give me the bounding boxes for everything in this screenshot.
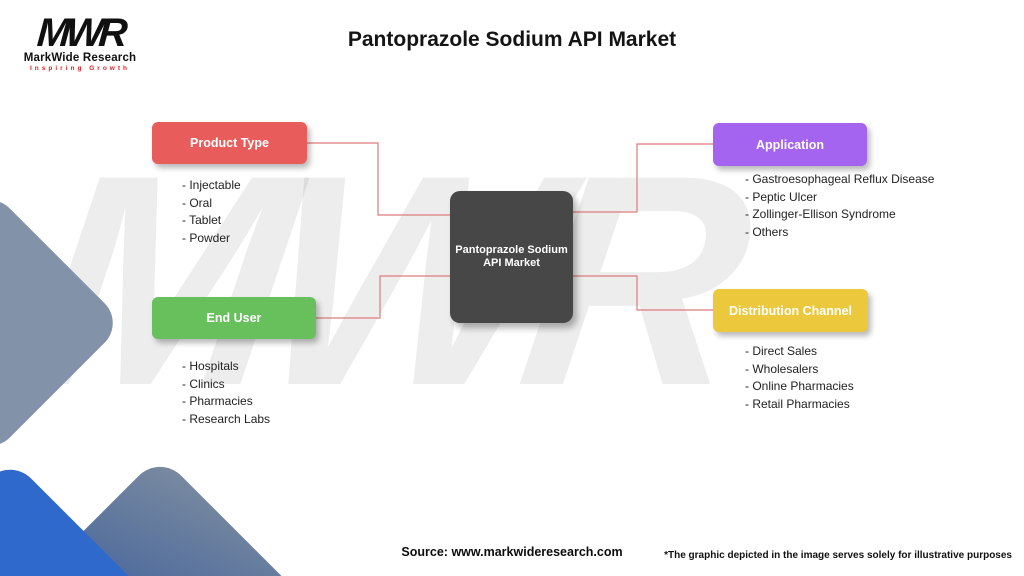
list-item: - Zollinger-Ellison Syndrome bbox=[745, 207, 896, 221]
logo-name: MarkWide Research bbox=[23, 52, 137, 64]
markwide-logo: MWR MarkWide Research Inspiring Growth bbox=[20, 11, 140, 72]
center-node: Pantoprazole Sodium API Market bbox=[450, 191, 573, 323]
list-item: - Retail Pharmacies bbox=[745, 396, 850, 411]
list-item: - Wholesalers bbox=[745, 361, 819, 376]
center-node-line1: Pantoprazole Sodium bbox=[455, 243, 568, 256]
list-item: - Pharmacies bbox=[182, 394, 253, 408]
list-item: - Others bbox=[745, 224, 789, 239]
segment-label-end-user: End User bbox=[206, 311, 262, 325]
list-item: - Research Labs bbox=[182, 411, 271, 426]
list-item: - Direct Sales bbox=[745, 344, 818, 358]
source-label: Source: bbox=[401, 545, 448, 559]
logo-tagline: Inspiring Growth bbox=[30, 65, 130, 72]
disclaimer-text: *The graphic depicted in the image serve… bbox=[664, 550, 1012, 561]
segment-items-end-user: - Hospitals - Clinics - Pharmacies - Res… bbox=[182, 358, 270, 428]
source-line: Source: www.markwideresearch.com bbox=[0, 545, 1024, 559]
list-item: - Injectable bbox=[182, 178, 241, 192]
segment-items-distribution-channel: - Direct Sales - Wholesalers - Online Ph… bbox=[745, 343, 854, 413]
segment-items-application: - Gastroesophageal Reflux Disease - Pept… bbox=[745, 171, 934, 241]
segment-box-product-type: Product Type bbox=[152, 122, 307, 164]
center-node-line2: API Market bbox=[483, 257, 540, 269]
connector-application bbox=[573, 143, 713, 213]
segment-box-end-user: End User bbox=[152, 297, 316, 339]
list-item: - Peptic Ulcer bbox=[745, 189, 818, 204]
segment-label-product-type: Product Type bbox=[190, 136, 269, 150]
source-url[interactable]: www.markwideresearch.com bbox=[451, 545, 623, 559]
segment-label-application: Application bbox=[755, 137, 825, 152]
segment-items-product-type: - Injectable - Oral - Tablet - Powder bbox=[182, 177, 241, 247]
list-item: - Hospitals bbox=[182, 359, 239, 373]
segment-box-application: Application bbox=[713, 123, 867, 166]
segment-label-distribution-channel: Distribution Channel bbox=[729, 303, 852, 318]
segment-box-distribution-channel: Distribution Channel bbox=[713, 289, 868, 332]
page-title: Pantoprazole Sodium API Market bbox=[347, 28, 677, 51]
list-item: - Gastroesophageal Reflux Disease bbox=[745, 172, 935, 186]
connector-end-user bbox=[316, 275, 450, 319]
list-item: - Oral bbox=[182, 195, 212, 210]
list-item: - Clinics bbox=[182, 376, 225, 391]
list-item: - Online Pharmacies bbox=[745, 379, 854, 393]
list-item: - Tablet bbox=[182, 213, 222, 227]
list-item: - Powder bbox=[182, 230, 231, 245]
connector-distribution-channel bbox=[573, 275, 713, 311]
connector-product-type bbox=[307, 142, 450, 216]
